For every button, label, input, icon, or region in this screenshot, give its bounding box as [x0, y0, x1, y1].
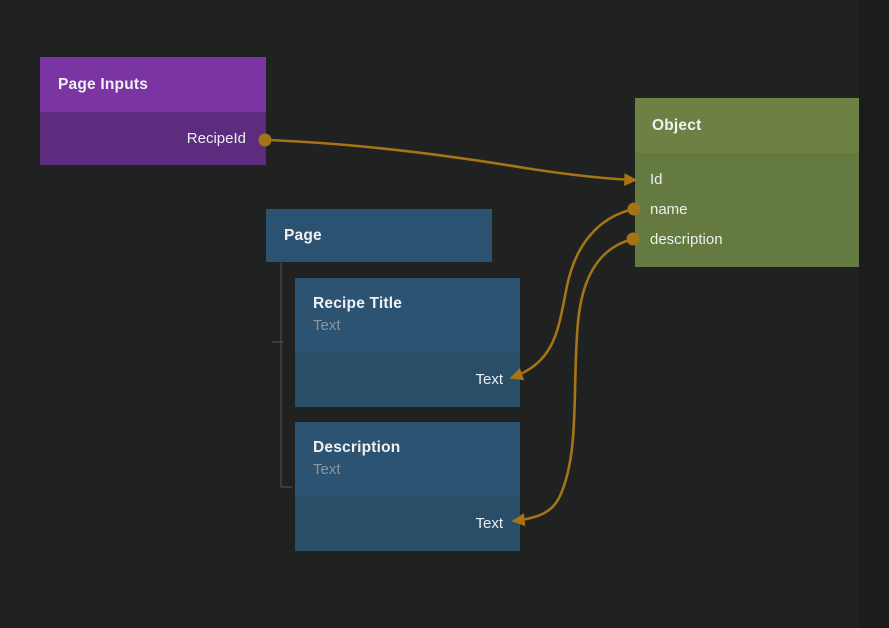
port-label: description [650, 230, 723, 248]
canvas-right-strip [858, 0, 889, 628]
port-text[interactable]: Text [475, 371, 520, 389]
connection-recipeid-to-id[interactable] [265, 138, 638, 187]
port-label: Text [475, 514, 503, 532]
node-description-header: Description Text [295, 422, 520, 496]
node-page-inputs-body: RecipeId [40, 112, 266, 165]
node-page-header: Page [266, 209, 492, 262]
node-page[interactable]: Page [266, 209, 492, 262]
node-subtitle: Text [313, 317, 341, 334]
port-label: Id [650, 170, 663, 188]
node-recipe-title[interactable]: Recipe Title Text Text [295, 278, 520, 407]
node-page-inputs-header: Page Inputs [40, 57, 266, 112]
node-object-header: Object [635, 98, 859, 153]
node-object-body: Id name description [635, 153, 859, 267]
node-recipe-title-header: Recipe Title Text [295, 278, 520, 352]
port-label: RecipeId [186, 129, 246, 147]
port-label: Text [475, 370, 503, 388]
port-label: name [650, 200, 688, 218]
connection-description-to-description-text[interactable] [511, 237, 634, 527]
port-description[interactable]: description [635, 224, 859, 254]
node-title: Description [313, 439, 401, 456]
port-id[interactable]: Id [635, 164, 859, 194]
node-description-body: Text [295, 496, 520, 551]
node-description[interactable]: Description Text Text [295, 422, 520, 551]
port-name[interactable]: name [635, 194, 859, 224]
node-page-inputs[interactable]: Page Inputs RecipeId [40, 57, 266, 165]
node-recipe-title-body: Text [295, 352, 520, 407]
node-title: Page Inputs [58, 75, 149, 93]
port-text[interactable]: Text [475, 515, 520, 533]
hierarchy-lines [272, 263, 292, 488]
node-title: Recipe Title [313, 295, 403, 312]
port-recipeid[interactable]: RecipeId [187, 130, 266, 148]
node-title: Object [652, 116, 702, 134]
node-object[interactable]: Object Id name description [635, 98, 859, 267]
node-subtitle: Text [313, 461, 341, 478]
connection-name-to-recipe-title-text[interactable] [509, 207, 635, 381]
node-title: Page [284, 226, 322, 244]
